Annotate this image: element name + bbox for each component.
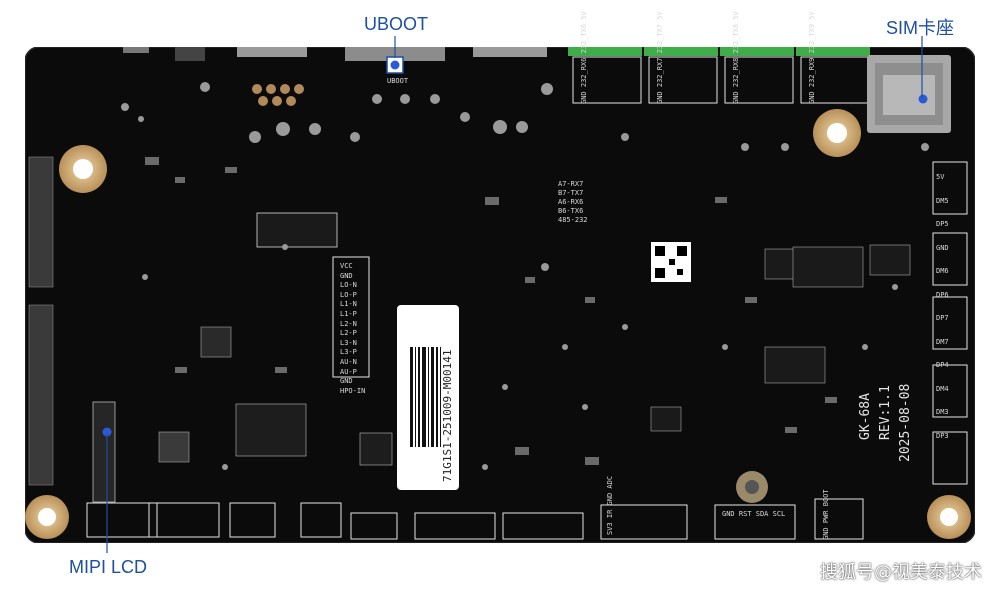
- qr-code: [651, 242, 691, 282]
- watermark: 搜狐号@视美泰技术: [820, 562, 982, 583]
- sim-card-slot: [867, 55, 951, 133]
- uboot-callout-label: UBOOT: [364, 14, 429, 34]
- sim-callout-label: SIM卡座: [886, 18, 955, 38]
- pcb-board: [25, 47, 975, 543]
- rs232-header-3-label: GND 232_RX8 232_TX8 5V: [732, 11, 740, 104]
- serial-number: 71G1S1-251009-M00141: [441, 349, 454, 482]
- mounting-hole: [25, 495, 69, 539]
- terminal-block: [568, 47, 870, 56]
- mounting-hole: [927, 495, 971, 539]
- mounting-hole: [813, 109, 861, 157]
- rs232-header-4-label: GND 232_RX9 232_TX9 5V: [808, 11, 816, 104]
- uboot-silkscreen: UBOOT: [387, 77, 409, 85]
- pin-header-left: [28, 156, 54, 486]
- rs232-header-1-label: GND 232_RX6 232_TX6 5V: [580, 11, 588, 104]
- mounting-hole: [736, 471, 768, 503]
- bottom-header-labels: SV3 IR GND ADC: [606, 475, 614, 535]
- bottom-header-labels-3: GND PWR BOOT: [822, 489, 830, 540]
- board-revision: REV:1.1: [878, 385, 893, 440]
- mipi-callout-label: MIPI LCD: [69, 557, 148, 577]
- mounting-hole: [59, 145, 107, 193]
- rs232-header-2-label: GND 232_RX7 232_TX7 5V: [656, 11, 664, 104]
- bottom-header-labels-2: GND RST SDA SCL: [722, 510, 786, 518]
- board-date: 2025-08-08: [898, 383, 913, 462]
- board-model: GK-68A: [858, 393, 873, 440]
- mipi-lcd-connector: [92, 401, 116, 503]
- serial-label: [397, 305, 459, 490]
